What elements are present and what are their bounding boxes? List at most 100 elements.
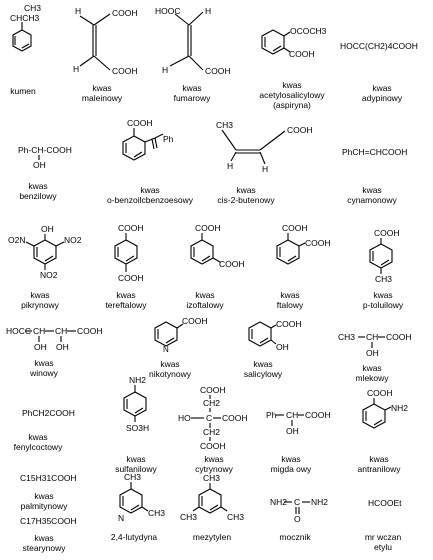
isophthalic-structure: COOH COOH (190, 223, 245, 269)
urea-nh2-left: NH2 (270, 497, 287, 507)
urea-name: mocznik (279, 532, 311, 542)
lutidine-ch3-top: CH3 (124, 472, 141, 482)
mesitylene-name: mezytylen (192, 532, 232, 542)
butenoic-cooh: COOH (287, 125, 313, 135)
urea-structure: NH2 C NH2 O (270, 497, 328, 524)
lactic-ch: CH (366, 332, 378, 342)
citric-ho: HO (178, 413, 191, 423)
cumene-structure: CH3 CHCH3 (10, 3, 41, 52)
citric-cooh-right: COOH (222, 413, 248, 423)
fumaric-h1: H (205, 6, 211, 16)
lactic-cooh: COOH (386, 332, 412, 342)
benzoyl-cooh: COOH (127, 118, 153, 128)
maleic-h1: H (75, 6, 81, 16)
mesitylene-ch3-top: CH3 (203, 473, 220, 483)
isophthalic-cooh-top: COOH (195, 223, 221, 233)
phthalic-structure: COOH COOH (276, 223, 331, 265)
sulfanilic-so3h: SO3H (126, 423, 149, 433)
maleic-h2: H (73, 64, 79, 74)
nicotinic-n: N (163, 345, 169, 354)
sulfanilic-nh2: NH2 (129, 375, 146, 385)
citric-structure: COOH CH2 HO C COOH CH2 COOH (178, 385, 248, 451)
maleic-cooh1: COOH (112, 8, 138, 18)
benzoyl-ph: Ph (163, 134, 174, 144)
citric-c: C (206, 413, 212, 423)
tartaric-ch1: CH (33, 326, 45, 336)
mesitylene-ch3-right: CH3 (227, 512, 244, 522)
aspirin-ococh3: OCOCH3 (290, 26, 327, 36)
isophthalic-cooh-right: COOH (219, 259, 245, 269)
aspirin-cooh: COOH (289, 49, 315, 59)
picric-structure: OH O2N NO2 NO2 (8, 224, 82, 280)
mandelic-cooh: COOH (305, 410, 331, 420)
stearic-formula: C17H35COOH (20, 516, 77, 526)
toluic-structure: COOH CH3 (369, 228, 400, 284)
mandelic-structure: Ph CH COOH OH (266, 410, 331, 436)
lactic-oh: OH (366, 348, 379, 358)
citric-ch2-bottom: CH2 (203, 427, 220, 437)
ethyl-formate-formula: HCOOEt (368, 498, 402, 508)
butenoic-ch3: CH3 (216, 120, 233, 130)
cumene-name: kumen (10, 86, 36, 96)
phenylacetic-formula: PhCH2COOH (22, 408, 75, 418)
toluic-cooh: COOH (374, 228, 400, 238)
salicylic-oh: OH (276, 342, 289, 352)
tartaric-structure: HOCC CH CH COOH OH OH (6, 326, 103, 352)
terephthalic-cooh-top: COOH (118, 223, 144, 233)
benzilic-main: Ph-CH-COOH (18, 145, 72, 155)
cumene-chch3-label: CHCH3 (10, 13, 40, 23)
nicotinic-cooh: COOH (182, 316, 208, 326)
citric-cooh-top: COOH (200, 385, 226, 395)
anthranilic-cooh: COOH (367, 388, 393, 398)
anthranilic-structure: COOH NH2 (362, 388, 408, 429)
maleic-cooh2: COOH (112, 66, 138, 76)
tartaric-oh2: OH (56, 342, 69, 352)
toluic-ch3: CH3 (375, 274, 392, 284)
terephthalic-structure: COOH COOH (114, 223, 144, 283)
butenoic-h1: H (227, 161, 233, 171)
nicotinic-structure: COOH N (154, 316, 208, 354)
sulfanilic-structure: NH2 SO3H (123, 375, 149, 433)
tartaric-oh1: OH (34, 342, 47, 352)
benzilic-acid-structure: Ph-CH-COOH OH (18, 145, 72, 170)
lutidine-name: 2,4-lutydyna (110, 532, 158, 542)
cumene-ch3-label: CH3 (24, 3, 41, 13)
mesitylene-ch3-left: CH3 (180, 512, 197, 522)
salicylic-cooh: COOH (276, 319, 302, 329)
mandelic-ch: CH (286, 410, 298, 420)
benzoylbenzoic-structure: COOH Ph (122, 118, 174, 161)
adipic-acid-formula: HOCC(CH2)4COOH (340, 41, 418, 51)
picric-no2-bottom: NO2 (40, 270, 58, 280)
urea-nh2-right: NH2 (311, 497, 328, 507)
mandelic-oh: OH (286, 426, 299, 436)
tartaric-hocc: HOCC (6, 326, 31, 336)
fumaric-cooh: COOH (205, 66, 231, 76)
citric-ch2-top: CH2 (203, 398, 220, 408)
tartaric-cooh: COOH (77, 326, 103, 336)
picric-o2n: O2N (8, 235, 25, 245)
maleic-acid-structure: H COOH H COOH (73, 6, 138, 76)
terephthalic-cooh-bottom: COOH (118, 273, 144, 283)
lutidine-structure: CH3 N CH3 (118, 472, 165, 523)
lactic-ch3: CH3 (338, 332, 355, 342)
